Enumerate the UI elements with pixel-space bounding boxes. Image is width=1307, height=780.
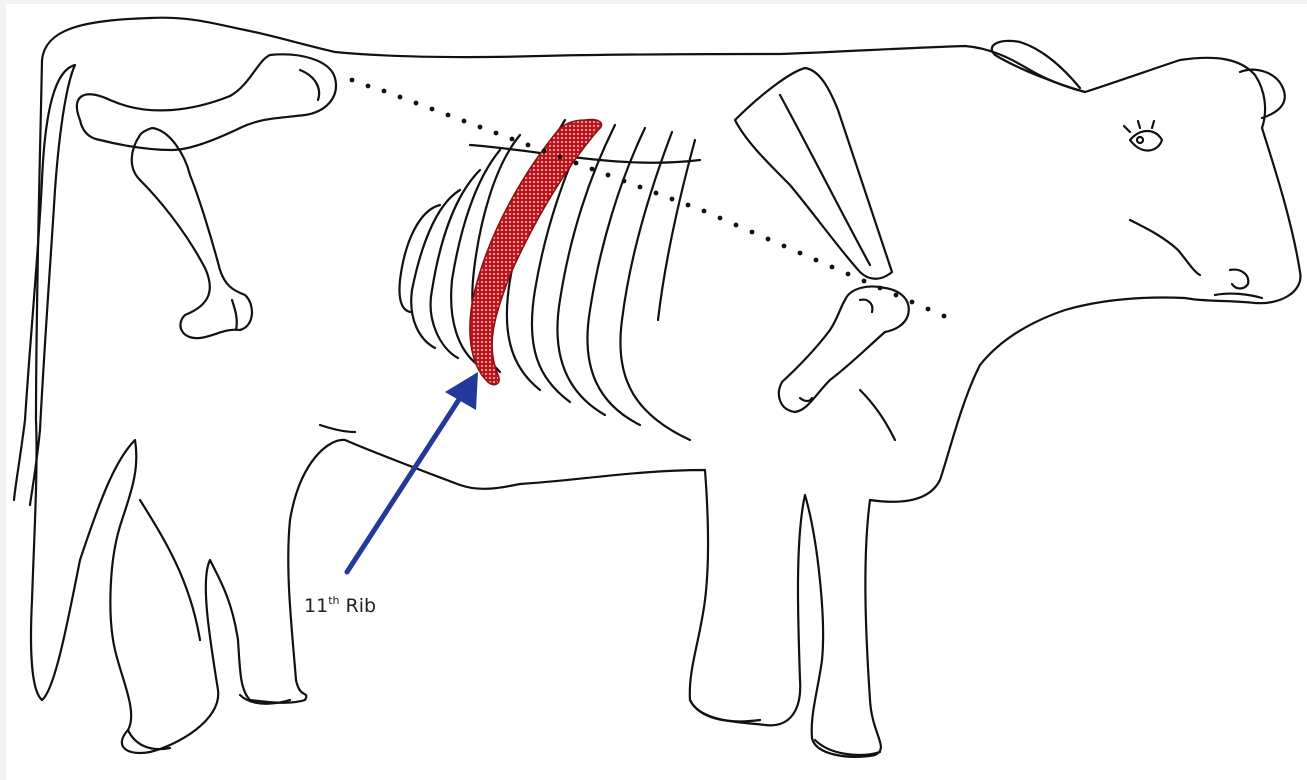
elbow-fold: [860, 390, 895, 440]
humerus-detail: [800, 300, 872, 401]
tail: [14, 65, 75, 505]
cow-body-outline: [31, 18, 1300, 757]
rib: [620, 132, 690, 440]
pointer-arrow: [347, 372, 478, 572]
mouth: [1215, 294, 1262, 298]
scapula-spine: [780, 95, 870, 265]
eye: [1130, 131, 1162, 151]
flank-line: [320, 425, 355, 432]
nostril: [1230, 270, 1248, 289]
pelvis-bone: [77, 54, 336, 150]
rib-label-suffix: th: [328, 594, 339, 607]
face-line: [1130, 220, 1200, 275]
left-ear: [992, 41, 1085, 92]
rib-label-number: 11: [304, 595, 328, 617]
humerus-bone: [779, 287, 909, 413]
dotted-line: [350, 78, 947, 319]
femur-knee: [232, 300, 237, 330]
rib-label: 11th Rib: [304, 594, 376, 617]
hoof: [815, 740, 880, 755]
highlighted-rib: [470, 120, 602, 385]
rib-label-word: Rib: [346, 595, 377, 617]
hoof: [128, 730, 170, 749]
rib: [658, 140, 695, 320]
pelvis-inner: [300, 70, 319, 100]
scapula-bone: [735, 68, 892, 279]
hind-leg-line: [140, 500, 200, 640]
rib: [587, 128, 645, 425]
hoof: [690, 700, 760, 721]
